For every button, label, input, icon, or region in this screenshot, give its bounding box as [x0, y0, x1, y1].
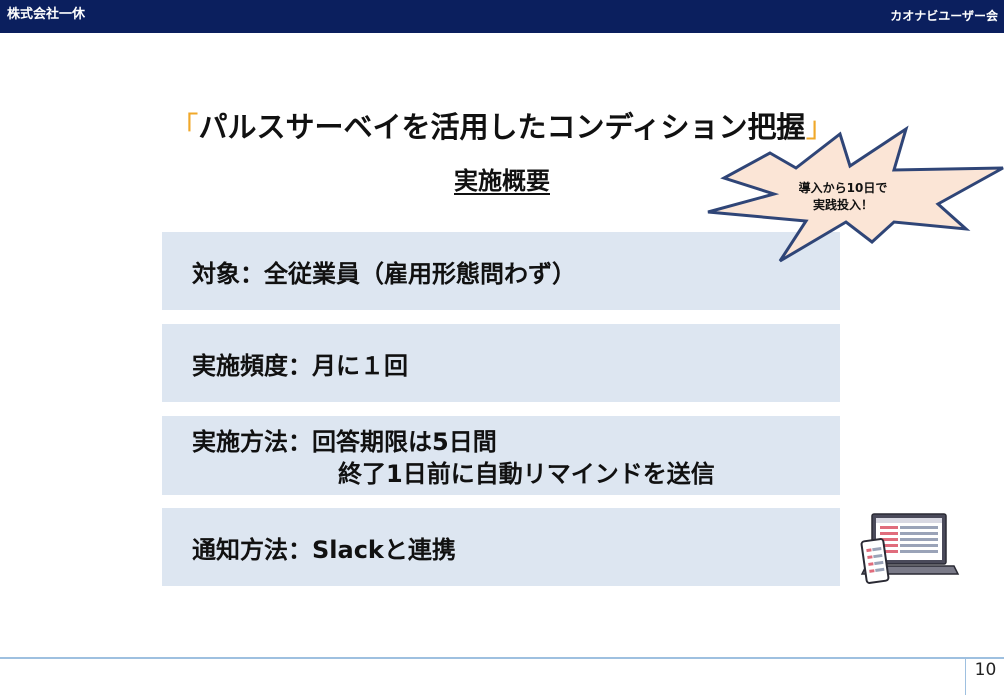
page-number: 10: [974, 660, 997, 680]
starburst-shape: [707, 125, 1004, 263]
item-target-text: 対象：全従業員（雇用形態問わず）: [192, 260, 576, 288]
footer-divider: [0, 657, 1004, 659]
callout-starburst: 導入から10日で 実践投入！: [707, 125, 1004, 263]
item-notification-text: 通知方法：Slackと連携: [192, 536, 456, 564]
slide-subtitle: 実施概要: [454, 167, 550, 195]
item-box-method: 実施方法：回答期限は5日間 終了1日前に自動リマインドを送信: [162, 416, 840, 495]
item-box-target: 対象：全従業員（雇用形態問わず）: [162, 232, 840, 310]
event-name: カオナビユーザー会: [890, 9, 998, 23]
title-open-bracket: 「: [169, 110, 199, 144]
item-box-notification: 通知方法：Slackと連携: [162, 508, 840, 586]
item-method-text-line2: 終了1日前に自動リマインドを送信: [338, 460, 715, 488]
footer-page-separator: [965, 657, 966, 695]
title-text: パルスサーベイを活用したコンディション把握: [198, 110, 806, 144]
item-box-frequency: 実施頻度：月に１回: [162, 324, 840, 402]
header-bar: 株式会社一休 カオナビユーザー会: [0, 0, 1004, 33]
slide-title: 「パルスサーベイを活用したコンディション把握」: [0, 104, 1004, 146]
laptop-phone-icon: [860, 513, 960, 584]
callout-line1: 導入から10日で: [799, 180, 888, 195]
company-name: 株式会社一休: [7, 7, 86, 22]
callout-line2: 実践投入！: [813, 197, 873, 212]
item-frequency-text: 実施頻度：月に１回: [192, 352, 408, 380]
title-close-bracket: 」: [805, 110, 835, 144]
item-method-text: 実施方法：回答期限は5日間: [192, 428, 497, 456]
